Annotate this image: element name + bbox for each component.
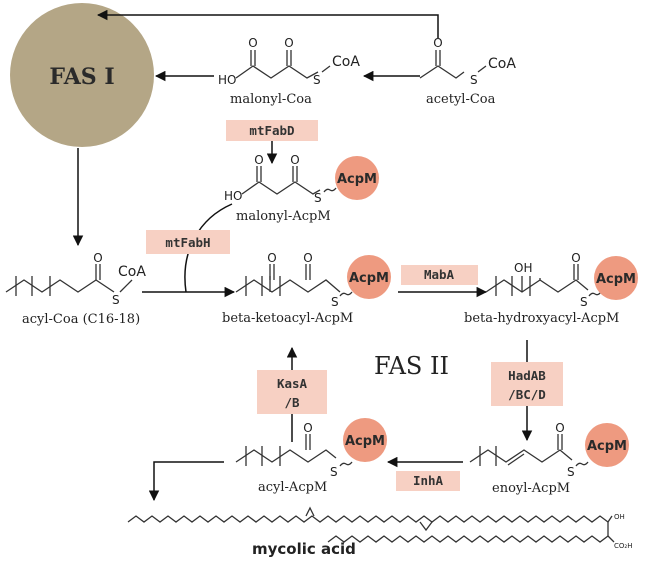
arrow-acetyl-to-fas1: [96, 9, 439, 38]
svg-text:O: O: [254, 153, 263, 167]
beta-ketoacyl-structure: O O S: [235, 251, 353, 309]
svg-text:S: S: [331, 295, 339, 309]
acetyl-coa-structure: O S CoA: [419, 36, 516, 87]
beta-hydroxyacyl-label: beta-hydroxyacyl-AcpM: [464, 311, 619, 326]
svg-text:O: O: [555, 421, 564, 435]
fas2-label: FAS II: [374, 352, 449, 380]
acyl-acpm-label: acyl-AcpM: [258, 480, 327, 495]
fas1-label: FAS I: [49, 64, 114, 90]
enzyme-kasa-line1: KasA: [277, 376, 308, 391]
svg-text:O: O: [433, 36, 442, 50]
acpm-label-malonyl: AcpM: [337, 172, 377, 187]
mycolic-acid-structure: OH CO₂H: [127, 506, 632, 550]
acpm-label-enoyl: AcpM: [587, 439, 627, 454]
svg-text:CO₂H: CO₂H: [614, 542, 632, 550]
svg-text:S: S: [330, 465, 338, 479]
svg-text:O: O: [290, 153, 299, 167]
acpm-circle-acyl: [343, 418, 387, 462]
svg-text:O: O: [267, 251, 276, 265]
fas1-circle: [10, 3, 154, 147]
svg-text:HO: HO: [218, 73, 236, 87]
svg-text:CoA: CoA: [488, 56, 516, 72]
arrow-to-mycolic: [148, 461, 224, 502]
enoyl-acpm-label: enoyl-AcpM: [492, 481, 570, 496]
enzyme-inha: InhA: [413, 473, 444, 488]
beta-hydroxyacyl-structure: OH O S: [485, 251, 602, 309]
svg-text:O: O: [93, 251, 102, 265]
acpm-label-hydroxyacyl: AcpM: [596, 272, 636, 287]
svg-text:CoA: CoA: [332, 54, 360, 70]
svg-text:O: O: [284, 36, 293, 50]
enoyl-acpm-structure: O S: [469, 421, 589, 479]
svg-text:S: S: [580, 295, 588, 309]
enzyme-maba: MabA: [424, 267, 455, 282]
svg-text:S: S: [567, 465, 575, 479]
svg-text:OH: OH: [514, 261, 532, 275]
malonyl-coa-label: malonyl-Coa: [230, 92, 312, 107]
svg-text:O: O: [303, 421, 312, 435]
enzyme-box-mtfabh: [146, 230, 230, 254]
enzyme-box-mtfabd: [226, 120, 318, 141]
enzyme-hadab-line1: HadAB: [508, 368, 546, 383]
svg-text:S: S: [112, 293, 120, 307]
malonyl-acpm-label: malonyl-AcpM: [236, 209, 331, 224]
enzyme-mtfabh: mtFabH: [165, 235, 210, 250]
malonyl-acpm-structure: HO O O S: [224, 153, 337, 205]
acpm-label-ketoacyl: AcpM: [349, 271, 389, 286]
acpm-circle-enoyl: [585, 423, 629, 467]
svg-text:O: O: [248, 36, 257, 50]
malonyl-coa-structure: HO O O S CoA: [218, 36, 360, 87]
beta-ketoacyl-label: beta-ketoacyl-AcpM: [222, 311, 353, 326]
acyl-acpm-structure: O S: [235, 421, 353, 479]
enzyme-kasa-line2: /B: [284, 395, 300, 410]
enzyme-mtfabd: mtFabD: [249, 123, 294, 138]
acetyl-coa-label: acetyl-Coa: [426, 92, 496, 107]
enzyme-box-hadab: [491, 362, 563, 406]
svg-text:OH: OH: [614, 513, 625, 521]
acpm-label-acyl: AcpM: [345, 434, 385, 449]
acpm-circle-malonyl: [335, 156, 379, 200]
svg-text:O: O: [303, 251, 312, 265]
enzyme-box-maba: [401, 265, 478, 285]
svg-text:S: S: [314, 191, 322, 205]
svg-text:S: S: [313, 73, 321, 87]
acyl-coa-structure: O S CoA: [5, 251, 146, 307]
svg-text:S: S: [470, 73, 478, 87]
acpm-circle-hydroxyacyl: [594, 256, 638, 300]
svg-text:CoA: CoA: [118, 264, 146, 280]
enzyme-box-inha: [396, 471, 460, 491]
acpm-circle-ketoacyl: [347, 255, 391, 299]
enzyme-box-kasa: [257, 370, 327, 414]
mycolic-acid-label: mycolic acid: [252, 540, 356, 558]
svg-text:HO: HO: [224, 189, 242, 203]
enzyme-hadab-line2: /BC/D: [508, 387, 546, 402]
acyl-coa-label: acyl-Coa (C16-18): [22, 312, 140, 327]
svg-text:O: O: [571, 251, 580, 265]
